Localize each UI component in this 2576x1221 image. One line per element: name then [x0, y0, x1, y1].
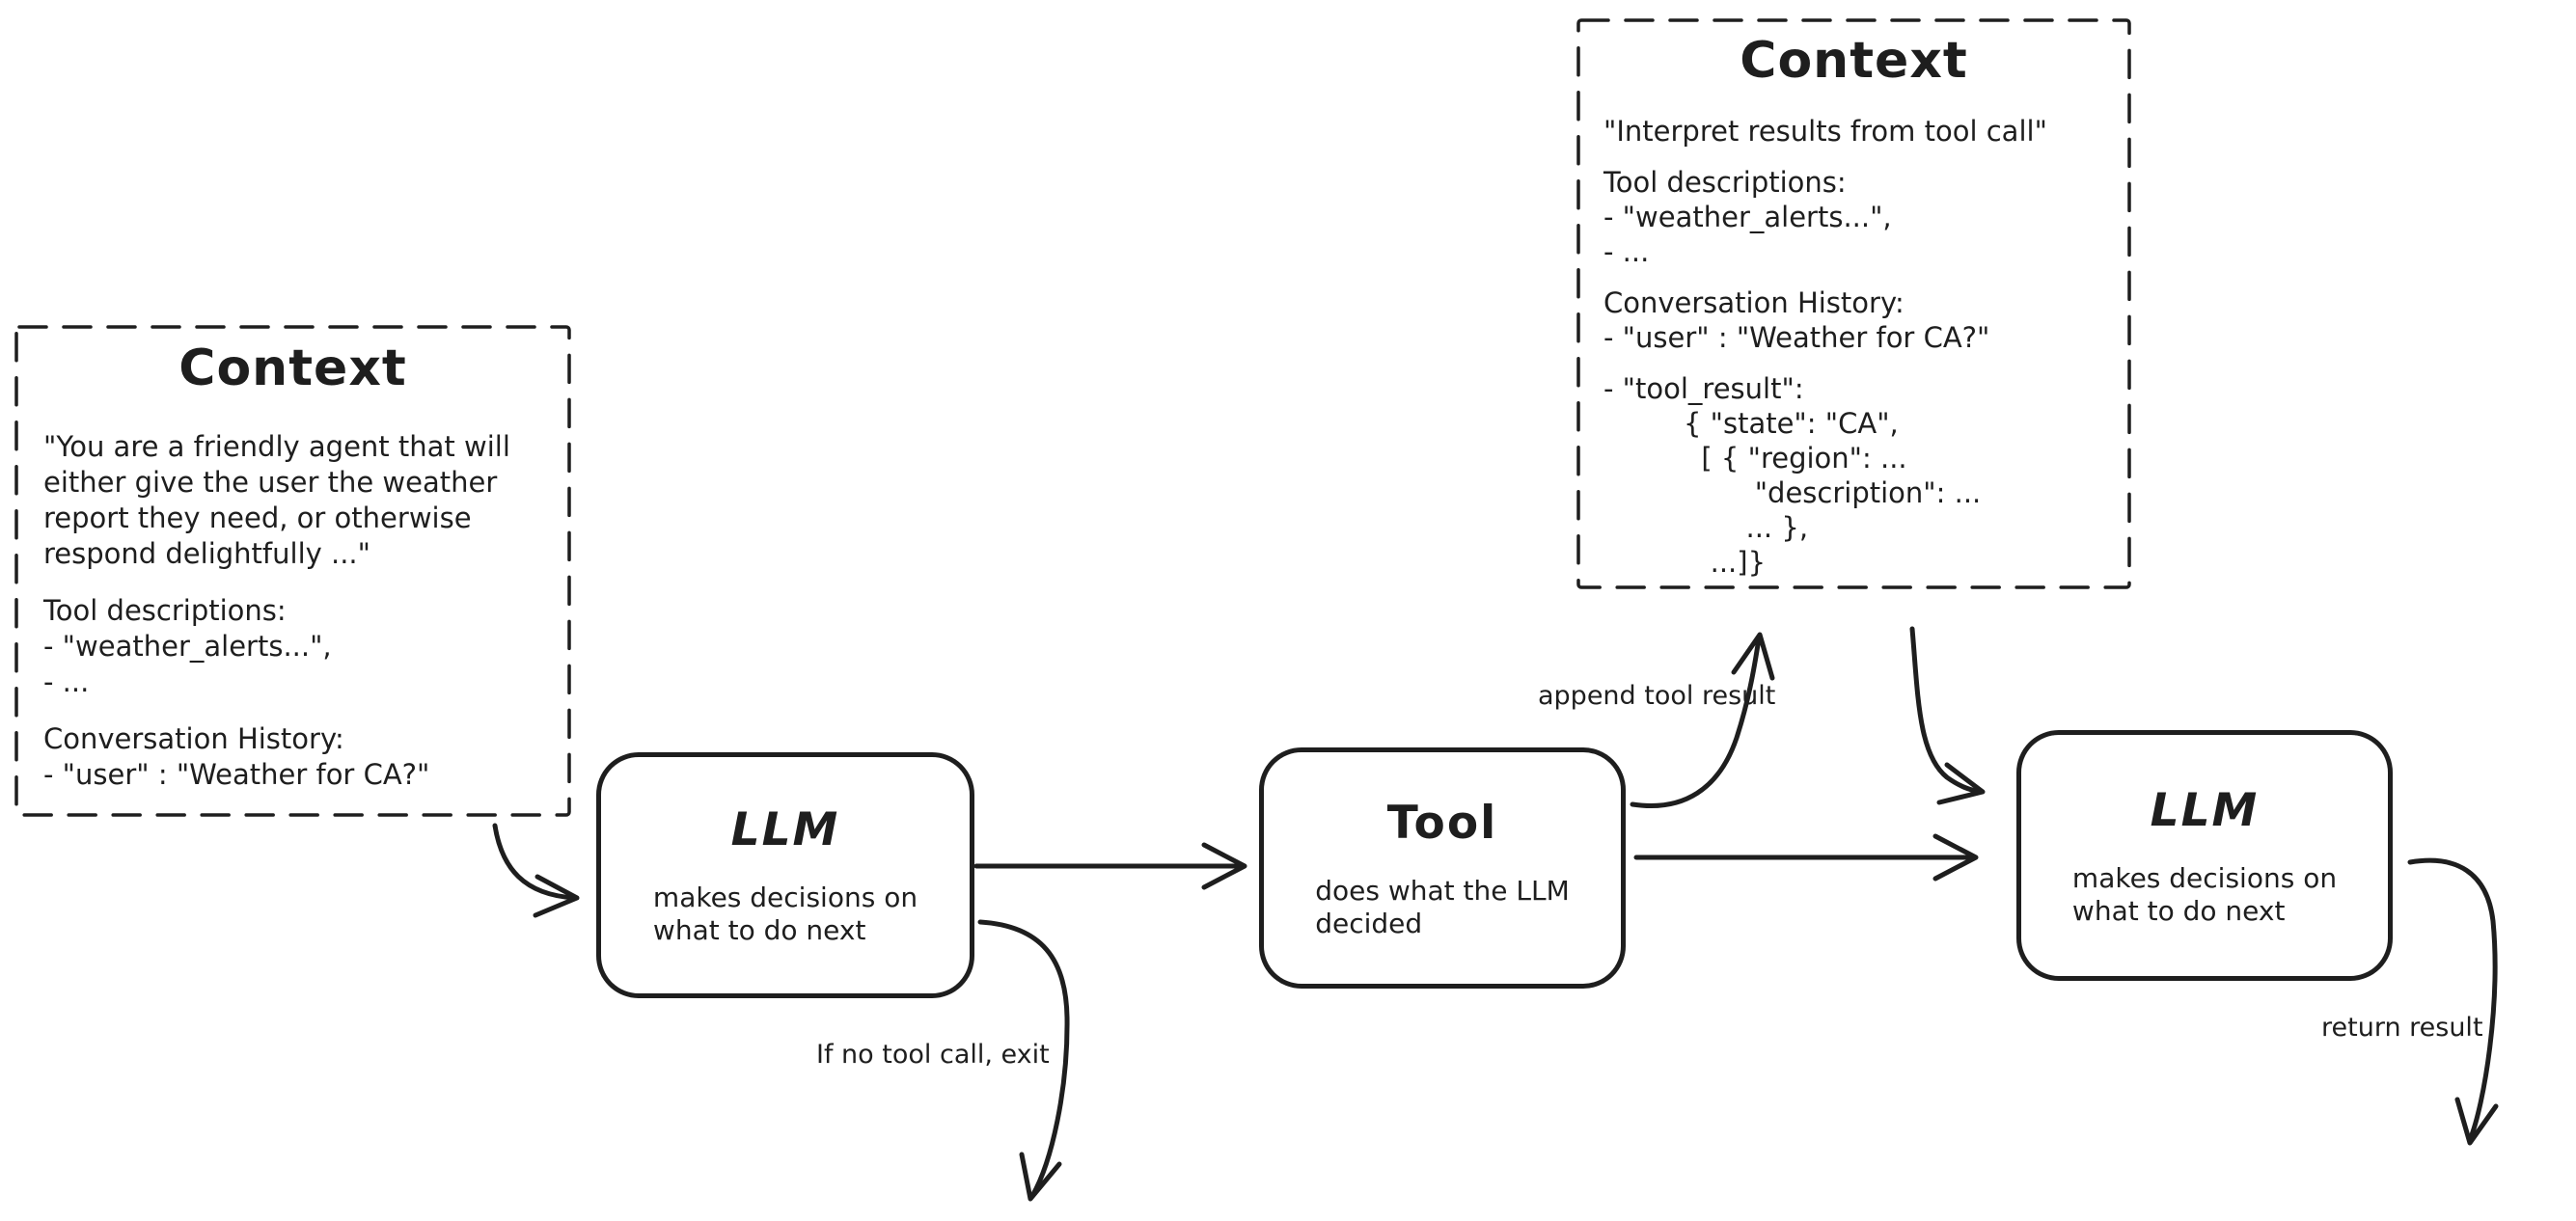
arrowhead: [1731, 632, 1775, 681]
arrowhead: [1201, 842, 1247, 890]
context-text-line: report they need, or otherwise: [43, 502, 472, 534]
context-text-line: [43, 700, 560, 721]
context-text-line: respond delightfully ...": [43, 537, 370, 570]
node-llm-1-subtitle: makes decisions on what to do next: [652, 882, 918, 946]
context-text-line: "description": ...: [1603, 476, 1982, 509]
arrowhead: [1932, 833, 1979, 882]
node-llm-2: LLM makes decisions on what to do next: [2016, 730, 2393, 981]
edge-label-append-tool-result: append tool result: [1538, 681, 1776, 711]
context-text-line: - ...: [1603, 235, 1650, 268]
context-text-line: either give the user the weather: [43, 466, 498, 499]
context-text-line: - "user" : "Weather for CA?": [1603, 321, 1990, 354]
context-left-border: [14, 325, 571, 817]
context-text-line: Conversation History:: [43, 722, 344, 755]
arrowhead: [2454, 1097, 2499, 1146]
context-text-line: - "user" : "Weather for CA?": [43, 758, 430, 791]
node-tool-title: Tool: [1386, 796, 1498, 850]
node-llm-1: LLM makes decisions on what to do next: [596, 752, 974, 998]
context-text-line: [1603, 269, 2122, 285]
edge-label-no-tool-call-exit: If no tool call, exit: [816, 1040, 1050, 1070]
arrowhead: [1019, 1152, 1062, 1202]
context-text-line: [43, 572, 560, 593]
context-text-line: "You are a friendly agent that will: [43, 430, 510, 463]
context-text-line: Tool descriptions:: [43, 594, 287, 627]
arrow-context-left-to-llm1: [492, 823, 578, 901]
context-text-line: - ...: [43, 665, 90, 698]
arrow-llm2-return: [2407, 857, 2498, 1143]
arrowhead: [533, 874, 580, 918]
node-llm-2-subtitle: makes decisions on what to do next: [2071, 861, 2338, 927]
context-right-border: [1576, 18, 2131, 589]
arrow-llm1-exit: [977, 919, 1070, 1199]
arrow-context-right-to-llm2: [1909, 626, 1983, 795]
context-text-line: - "tool_result":: [1603, 372, 1804, 405]
arrowhead: [1936, 762, 1986, 805]
context-text-line: Tool descriptions:: [1603, 166, 1847, 199]
context-text-line: { "state": "CA",: [1603, 407, 1899, 440]
context-box-left: Context "You are a friendly agent that w…: [16, 326, 569, 815]
context-text-line: ... },: [1603, 511, 1809, 544]
context-text-line: [1603, 355, 2122, 371]
context-right-text: "Interpret results from tool call" Tool d…: [1603, 114, 2122, 580]
edge-label-return-result: return result: [2321, 1013, 2483, 1043]
context-left-title: Context: [178, 339, 407, 397]
node-tool: Tool does what the LLM decided: [1259, 747, 1626, 989]
arrow-tool-to-context-right: [1630, 636, 1762, 808]
context-box-right: Context "Interpret results from tool cal…: [1578, 20, 2129, 587]
node-llm-1-title: LLM: [730, 803, 840, 856]
context-text-line: ...]}: [1603, 546, 1767, 579]
node-tool-subtitle: does what the LLM decided: [1315, 874, 1570, 939]
context-text-line: Conversation History:: [1603, 286, 1905, 319]
context-text-line: - "weather_alerts...",: [1603, 201, 1892, 233]
node-llm-2-title: LLM: [2150, 783, 2260, 837]
context-text-line: - "weather_alerts...",: [43, 630, 332, 663]
context-text-line: [1603, 149, 2122, 165]
context-text-line: "Interpret results from tool call": [1603, 115, 2047, 148]
context-right-title: Context: [1740, 32, 1968, 90]
context-text-line: [ { "region": ...: [1603, 442, 1907, 475]
